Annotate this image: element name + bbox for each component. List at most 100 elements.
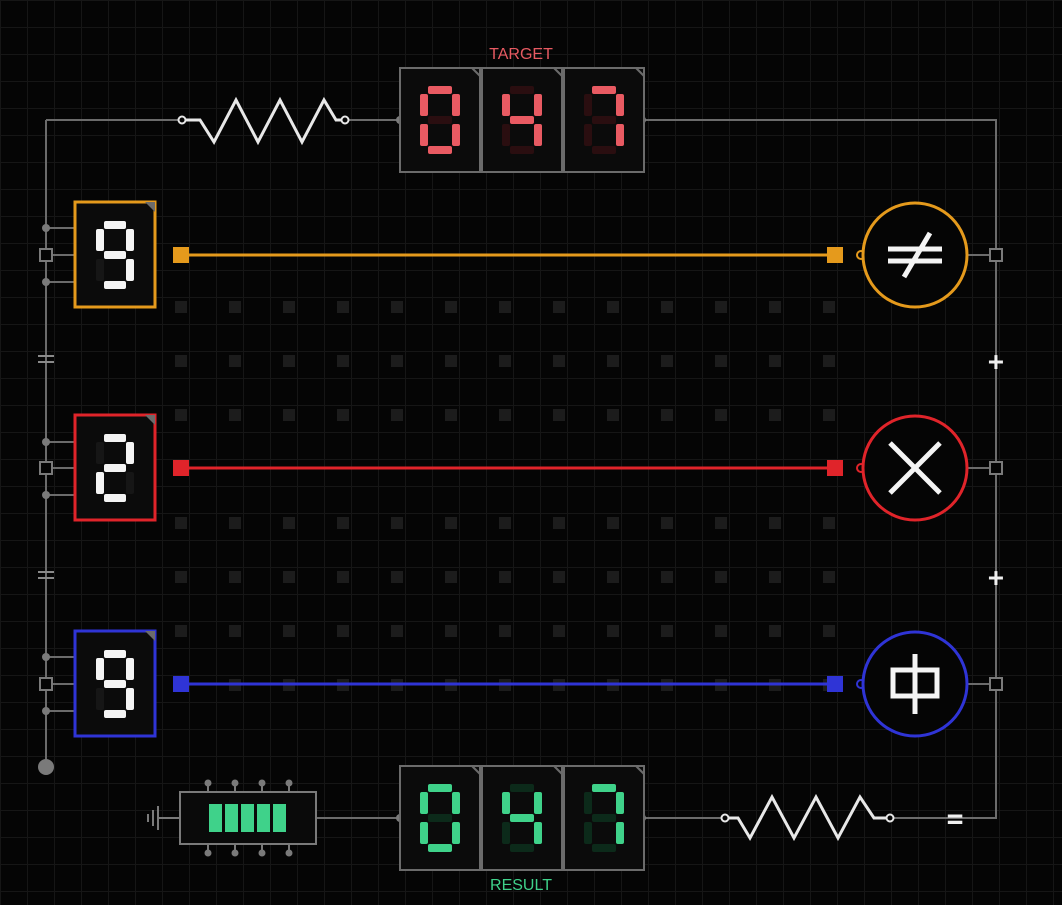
segment-d (592, 844, 616, 852)
segment-a (104, 221, 126, 229)
segment-e (502, 124, 510, 146)
capacitor-marks (38, 355, 54, 579)
input-terminal[interactable] (173, 676, 189, 692)
segment-f (96, 229, 104, 251)
input-terminal[interactable] (173, 460, 189, 476)
segment-e (96, 472, 104, 494)
battery-cells (209, 804, 286, 832)
output-terminal[interactable] (827, 247, 843, 263)
result-digit-1: 0 (399, 765, 481, 871)
result-digit-2: 4 (481, 765, 563, 871)
ground-node (38, 759, 54, 775)
segment-a (104, 650, 126, 658)
segment-d (510, 844, 534, 852)
segment-b (534, 792, 542, 814)
segment-a (592, 784, 616, 792)
segment-e (96, 688, 104, 710)
input-row-2: 2 (73, 413, 969, 522)
output-terminal[interactable] (827, 676, 843, 692)
segment-a (104, 434, 126, 442)
segment-b (534, 94, 542, 116)
battery-cell (225, 804, 238, 832)
battery-cell (273, 804, 286, 832)
right-square-nodes (989, 248, 1003, 691)
result-label: RESULT (490, 877, 552, 894)
target-label: TARGET (489, 46, 553, 63)
segment-c (534, 822, 542, 844)
segment-b (452, 94, 460, 116)
segment-d (510, 146, 534, 154)
segment-d (428, 844, 452, 852)
battery-cell (257, 804, 270, 832)
segment-f (502, 792, 510, 814)
join-plus-2: + (988, 563, 1004, 593)
output-terminal[interactable] (827, 460, 843, 476)
left-square-nodes (39, 248, 53, 691)
join-equals: = (947, 802, 964, 835)
segment-g (104, 464, 126, 472)
breadboard-dots (175, 301, 835, 691)
segment-g (592, 814, 616, 822)
segment-b (452, 792, 460, 814)
input-digit-2[interactable]: 2 (73, 413, 157, 522)
not-equal-icon[interactable] (861, 201, 969, 309)
segment-g (104, 680, 126, 688)
segment-g (510, 814, 534, 822)
segment-f (96, 658, 104, 680)
segment-b (126, 442, 134, 464)
segment-f (420, 94, 428, 116)
battery-cell (209, 804, 222, 832)
segment-b (616, 94, 624, 116)
segment-a (510, 86, 534, 94)
segment-b (126, 229, 134, 251)
segment-e (502, 822, 510, 844)
segment-c (452, 822, 460, 844)
input-digit-1[interactable]: 9 (73, 200, 157, 309)
battery-cell (241, 804, 254, 832)
resistor-bottom-icon (720, 793, 895, 842)
segment-f (584, 792, 592, 814)
ground-icon (147, 806, 180, 830)
segment-g (510, 116, 534, 124)
segment-e (96, 259, 104, 281)
segment-c (534, 124, 542, 146)
segment-c (616, 124, 624, 146)
target-digit-1: 0 (399, 67, 481, 173)
segment-e (420, 124, 428, 146)
join-plus-1: + (988, 347, 1004, 377)
segment-b (126, 658, 134, 680)
segment-d (104, 281, 126, 289)
segment-d (104, 494, 126, 502)
segment-a (592, 86, 616, 94)
segment-f (502, 94, 510, 116)
segment-d (104, 710, 126, 718)
input-terminal[interactable] (173, 247, 189, 263)
target-digit-3: 7 (563, 67, 645, 173)
segment-c (616, 822, 624, 844)
battery-icon (179, 779, 317, 857)
segment-f (420, 792, 428, 814)
segment-d (428, 146, 452, 154)
target-digit-2: 4 (481, 67, 563, 173)
segment-e (584, 822, 592, 844)
input-digit-3[interactable]: 9 (73, 629, 157, 738)
segment-a (428, 784, 452, 792)
segment-f (584, 94, 592, 116)
segment-d (592, 146, 616, 154)
input-row-1: 9 (73, 200, 969, 309)
segment-c (126, 688, 134, 710)
segment-b (616, 792, 624, 814)
segment-a (428, 86, 452, 94)
left-nodes (38, 224, 54, 775)
segment-g (428, 116, 452, 124)
segment-g (592, 116, 616, 124)
phi-icon[interactable] (861, 630, 969, 738)
result-digit-3: 7 (563, 765, 645, 871)
segment-c (126, 259, 134, 281)
multiply-icon[interactable] (861, 414, 969, 522)
segment-c (452, 124, 460, 146)
segment-a (510, 784, 534, 792)
segment-g (104, 251, 126, 259)
input-row-3: 9 (73, 629, 969, 738)
